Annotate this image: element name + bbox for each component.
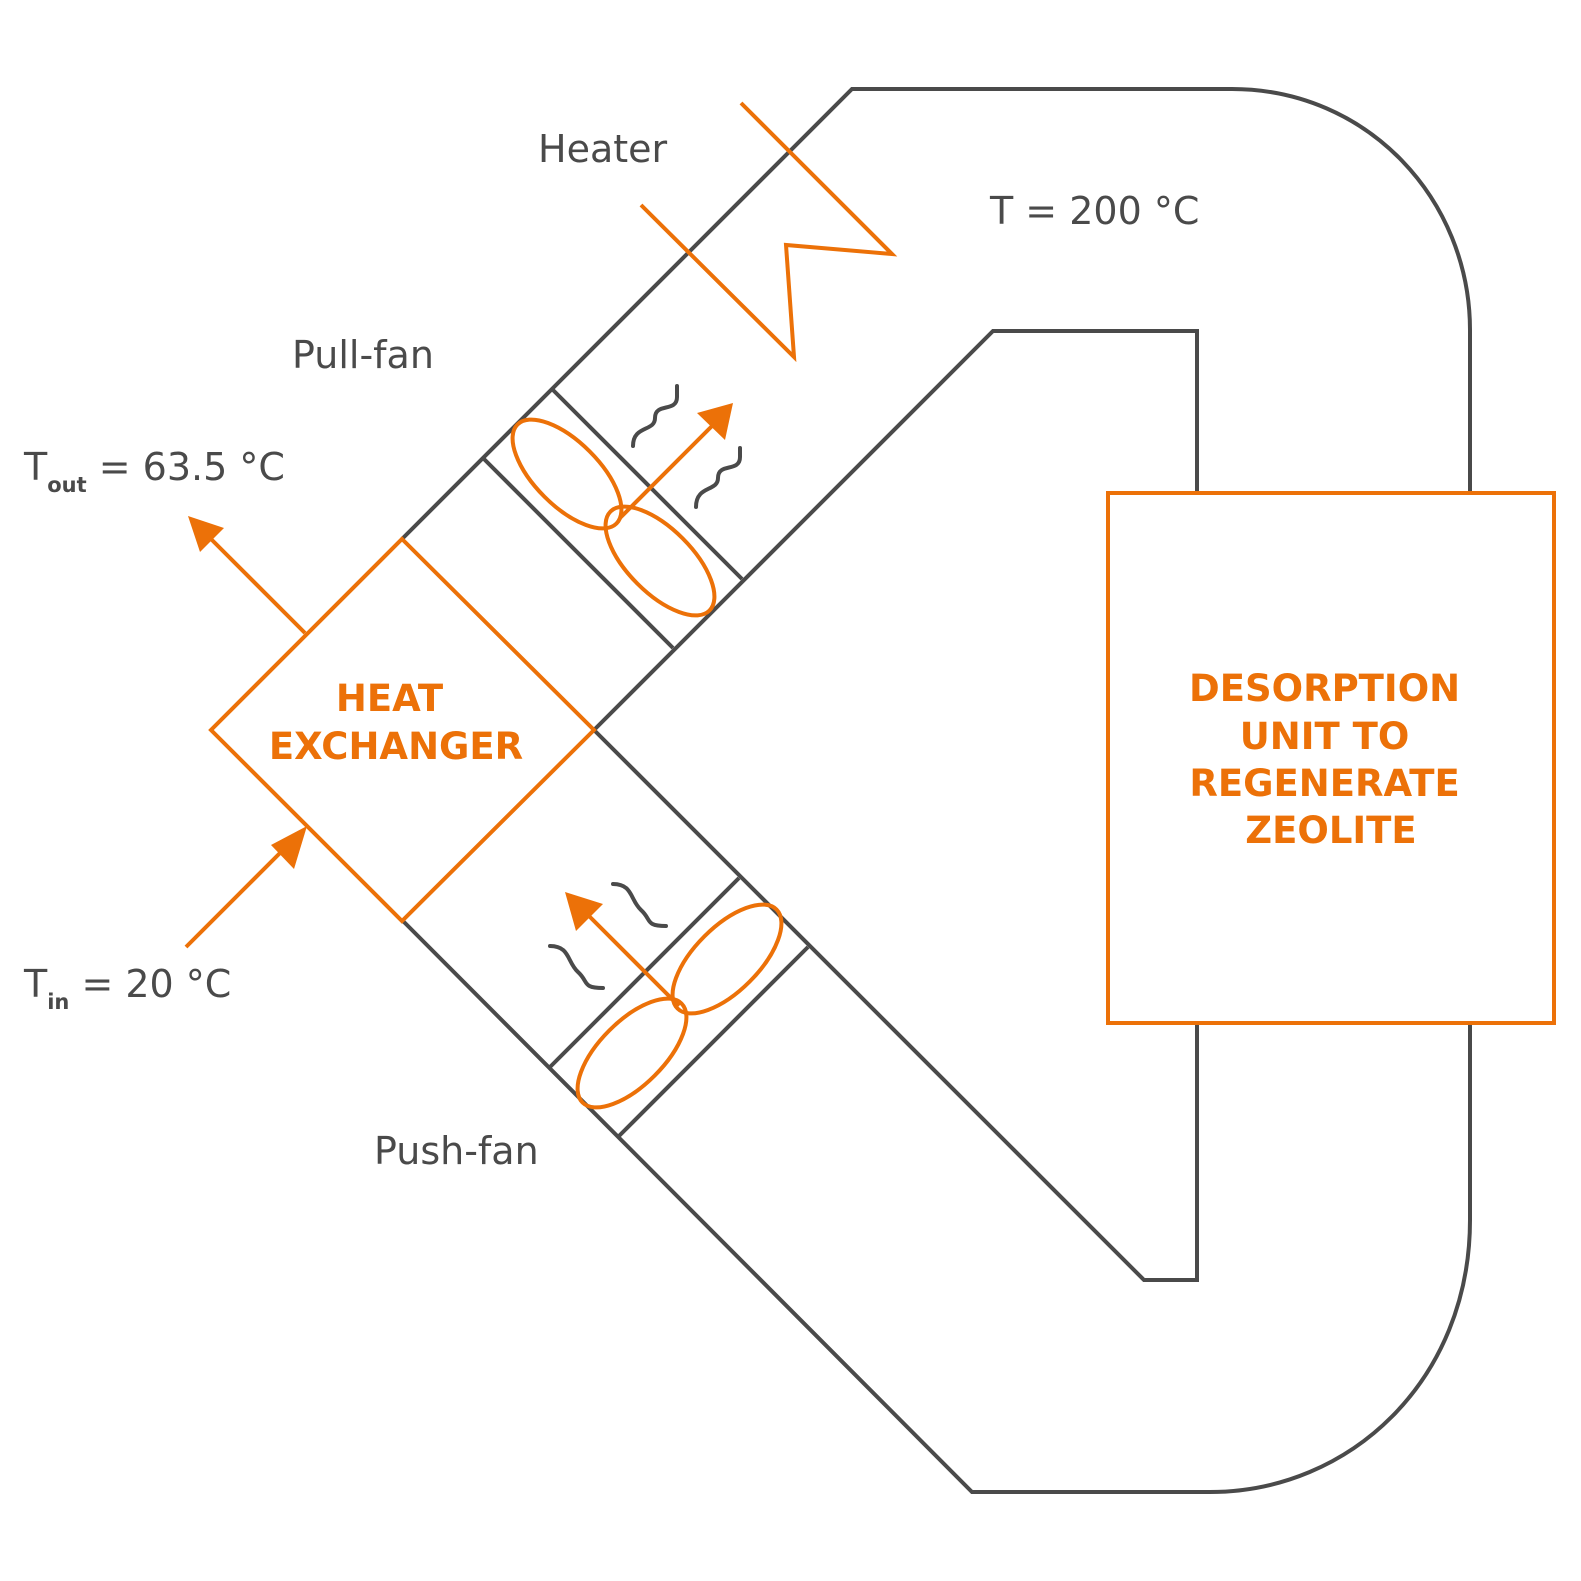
desorption-unit-label: DESORPTION UNIT TO REGENERATE ZEOLITE <box>1189 667 1473 852</box>
inlet-temperature-label: Tin = 20 °C <box>23 962 231 1014</box>
inlet-temperature-symbol: T <box>23 962 48 1006</box>
outer-duct-loop <box>400 87 1472 1494</box>
heat-exchanger-label: HEAT EXCHANGER <box>269 677 523 768</box>
inlet-temperature-value: = 20 °C <box>69 962 231 1006</box>
outlet-temperature-symbol: T <box>23 445 48 489</box>
pull-fan-label: Pull-fan <box>292 333 434 377</box>
outlet-temperature-value: = 63.5 °C <box>87 445 285 489</box>
outlet-temperature-label: Tout = 63.5 °C <box>23 445 285 497</box>
pull-fan-icon <box>510 417 717 618</box>
heat-exchanger-line: HEAT <box>336 677 444 720</box>
inlet-temperature-subscript: in <box>47 990 69 1014</box>
desorption-unit-line: ZEOLITE <box>1245 809 1416 852</box>
push-fan-label: Push-fan <box>374 1129 539 1173</box>
heat-exchanger-box <box>208 536 597 924</box>
inner-duct-loop <box>592 329 1199 1282</box>
desorption-unit-line: DESORPTION <box>1189 667 1460 710</box>
push-fan-airflow-arrow-icon <box>565 892 681 1008</box>
desorption-unit-line: UNIT TO <box>1240 715 1410 758</box>
heat-wave-icon <box>694 446 742 509</box>
heat-wave-icon <box>631 384 679 448</box>
outlet-temperature-subscript: out <box>47 473 86 497</box>
pull-fan-housing <box>481 387 744 650</box>
pull-fan-airflow-arrow-icon <box>618 403 733 520</box>
heat-wave-icon <box>548 944 605 990</box>
heater-coil-icon <box>639 101 898 363</box>
push-fan-icon <box>575 902 784 1110</box>
heat-wave-icon <box>611 882 668 928</box>
outlet-arrow-icon <box>188 516 307 635</box>
loop-temperature-label: T = 200 °C <box>989 189 1199 233</box>
desorption-unit-box <box>1106 491 1556 1025</box>
inlet-arrow-icon <box>184 826 307 949</box>
desorption-unit-line: REGENERATE <box>1189 762 1459 805</box>
heat-exchanger-line: EXCHANGER <box>269 725 523 768</box>
heater-label: Heater <box>538 127 668 171</box>
